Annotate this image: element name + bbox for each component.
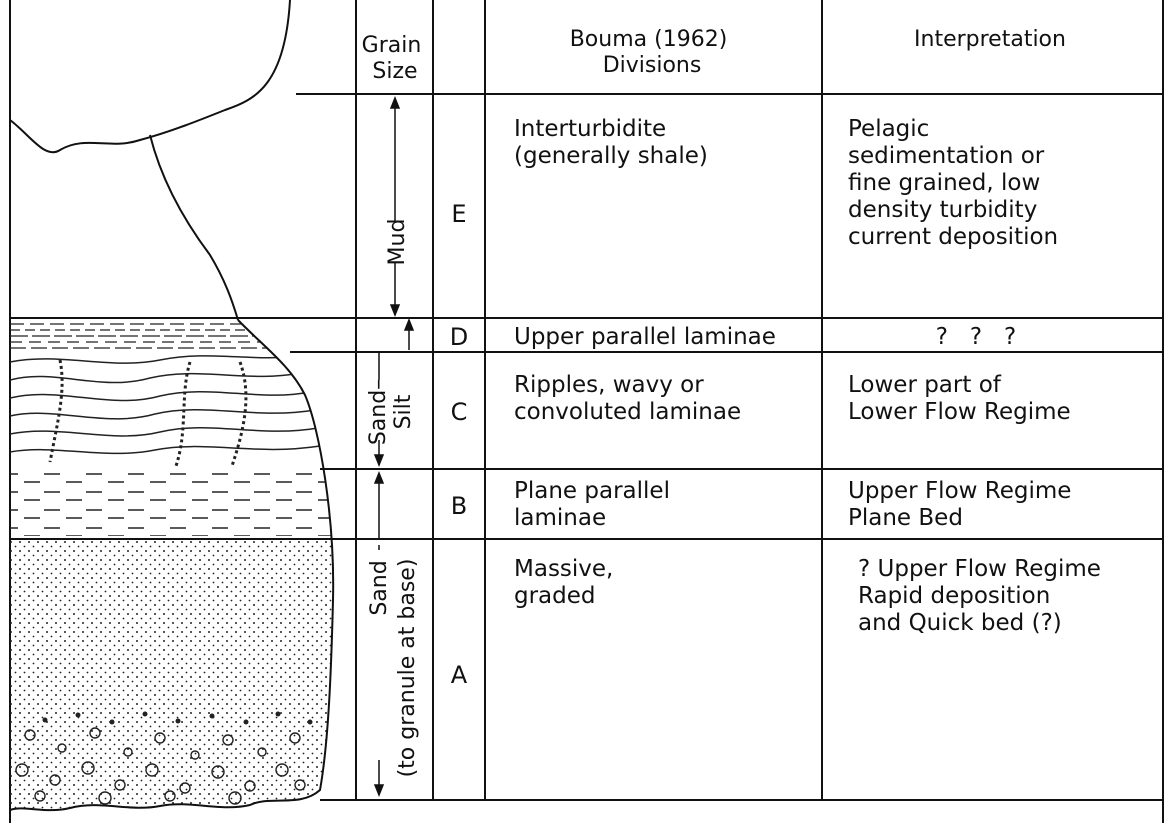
interpretation-header: Interpretation bbox=[914, 27, 1066, 52]
interpretation-c: Lower part of Lower Flow Regime bbox=[848, 372, 1071, 425]
division-a-description: Massive, graded bbox=[514, 556, 621, 609]
grain-label-sand-detail: (to granule at base) bbox=[395, 559, 420, 778]
division-b-laminae bbox=[10, 472, 340, 536]
sediment-column bbox=[10, 320, 340, 820]
division-d-laminae bbox=[10, 324, 290, 348]
interpretation-e: Pelagic sedimentation or fine grained, l… bbox=[848, 116, 1058, 250]
division-c-description: Ripples, wavy or convoluted laminae bbox=[514, 372, 741, 425]
division-e-description: Interturbidite (generally shale) bbox=[514, 116, 708, 169]
grain-size-header: Grain Size bbox=[362, 33, 429, 84]
grain-label-mud: Mud bbox=[385, 219, 410, 266]
grain-label-sand-silt-1: Sand– bbox=[366, 379, 391, 445]
interpretation-b: Upper Flow Regime Plane Bed bbox=[848, 478, 1079, 531]
division-letter-b: B bbox=[451, 492, 467, 520]
division-c-ripples bbox=[10, 356, 320, 466]
division-b-description: Plane parallel laminae bbox=[514, 478, 677, 531]
grain-label-sand: Sand bbox=[367, 560, 392, 615]
shale-outline bbox=[10, 0, 290, 152]
division-letter-d: D bbox=[450, 323, 468, 351]
grain-label-sand-silt-2: Silt bbox=[391, 394, 416, 429]
division-letter-a: A bbox=[451, 661, 468, 689]
divisions-header: Bouma (1962) Divisions bbox=[570, 27, 735, 78]
division-d-description: Upper parallel laminae bbox=[514, 324, 776, 350]
shale-boundary bbox=[150, 135, 238, 320]
division-letter-e: E bbox=[451, 200, 466, 228]
interpretation-a: ? Upper Flow Regime Rapid deposition and… bbox=[858, 556, 1108, 636]
division-letter-c: C bbox=[451, 398, 468, 426]
interpretation-d: ? ? ? bbox=[936, 324, 1017, 350]
